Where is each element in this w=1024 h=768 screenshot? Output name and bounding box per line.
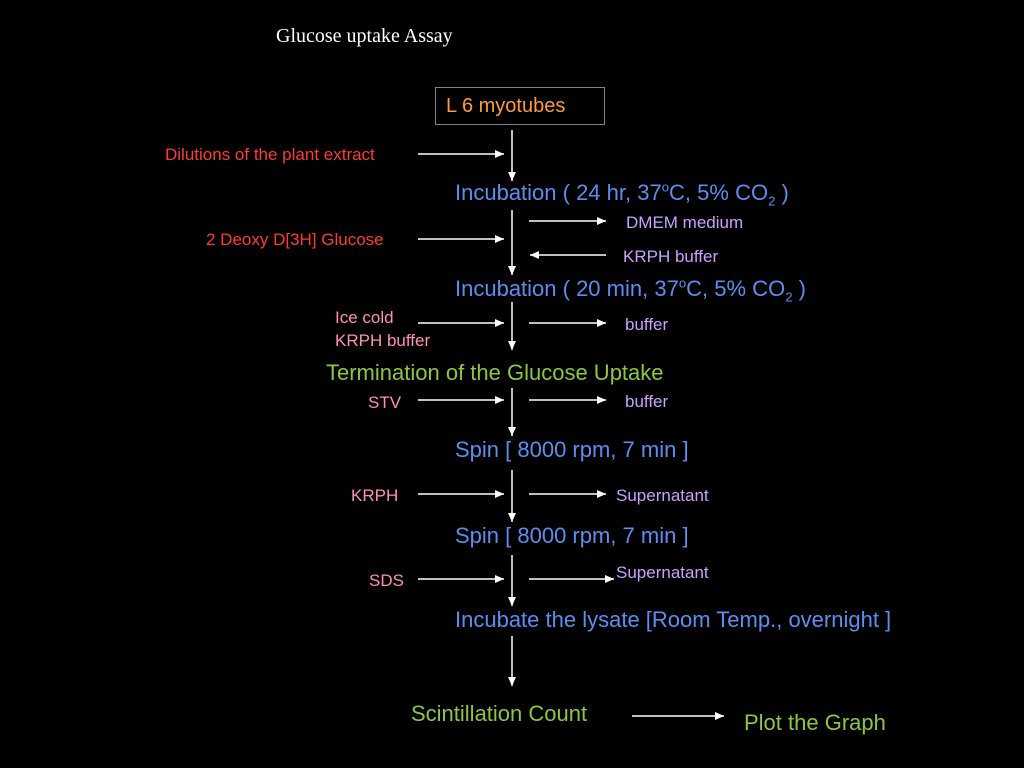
- step-incubate-lysate: Incubate the lysate [Room Temp., overnig…: [455, 607, 892, 632]
- step-spin-2: Spin [ 8000 rpm, 7 min ]: [455, 523, 689, 548]
- step-spin-1: Spin [ 8000 rpm, 7 min ]: [455, 437, 689, 462]
- input-krph: KRPH: [351, 486, 399, 505]
- input-ice-cold-line2: KRPH buffer: [335, 331, 431, 350]
- output-supernatant-1: Supernatant: [616, 486, 709, 505]
- step-incubation-24hr: Incubation ( 24 hr, 37oC, 5% CO2 ): [455, 179, 789, 209]
- output-buffer-1: buffer: [625, 315, 669, 334]
- input-dilutions-plant-extract: Dilutions of the plant extract: [165, 145, 375, 164]
- start-node-label: L 6 myotubes: [446, 95, 566, 117]
- input-stv: STV: [368, 393, 402, 412]
- start-node-box: [435, 87, 605, 125]
- step-termination: Termination of the Glucose Uptake: [326, 360, 664, 385]
- input-2-deoxy-glucose: 2 Deoxy D[3H] Glucose: [206, 230, 384, 249]
- input-ice-cold-line1: Ice cold: [335, 308, 394, 327]
- step-scintillation-count: Scintillation Count: [411, 701, 588, 726]
- step-incubation-20min: Incubation ( 20 min, 37oC, 5% CO2 ): [455, 275, 806, 305]
- page-title: Glucose uptake Assay: [276, 25, 453, 47]
- input-sds: SDS: [369, 571, 404, 590]
- step-plot-graph: Plot the Graph: [744, 710, 886, 735]
- output-buffer-2: buffer: [625, 392, 669, 411]
- output-dmem-medium: DMEM medium: [626, 213, 744, 232]
- output-supernatant-2: Supernatant: [616, 563, 709, 582]
- output-krph-buffer: KRPH buffer: [623, 247, 719, 266]
